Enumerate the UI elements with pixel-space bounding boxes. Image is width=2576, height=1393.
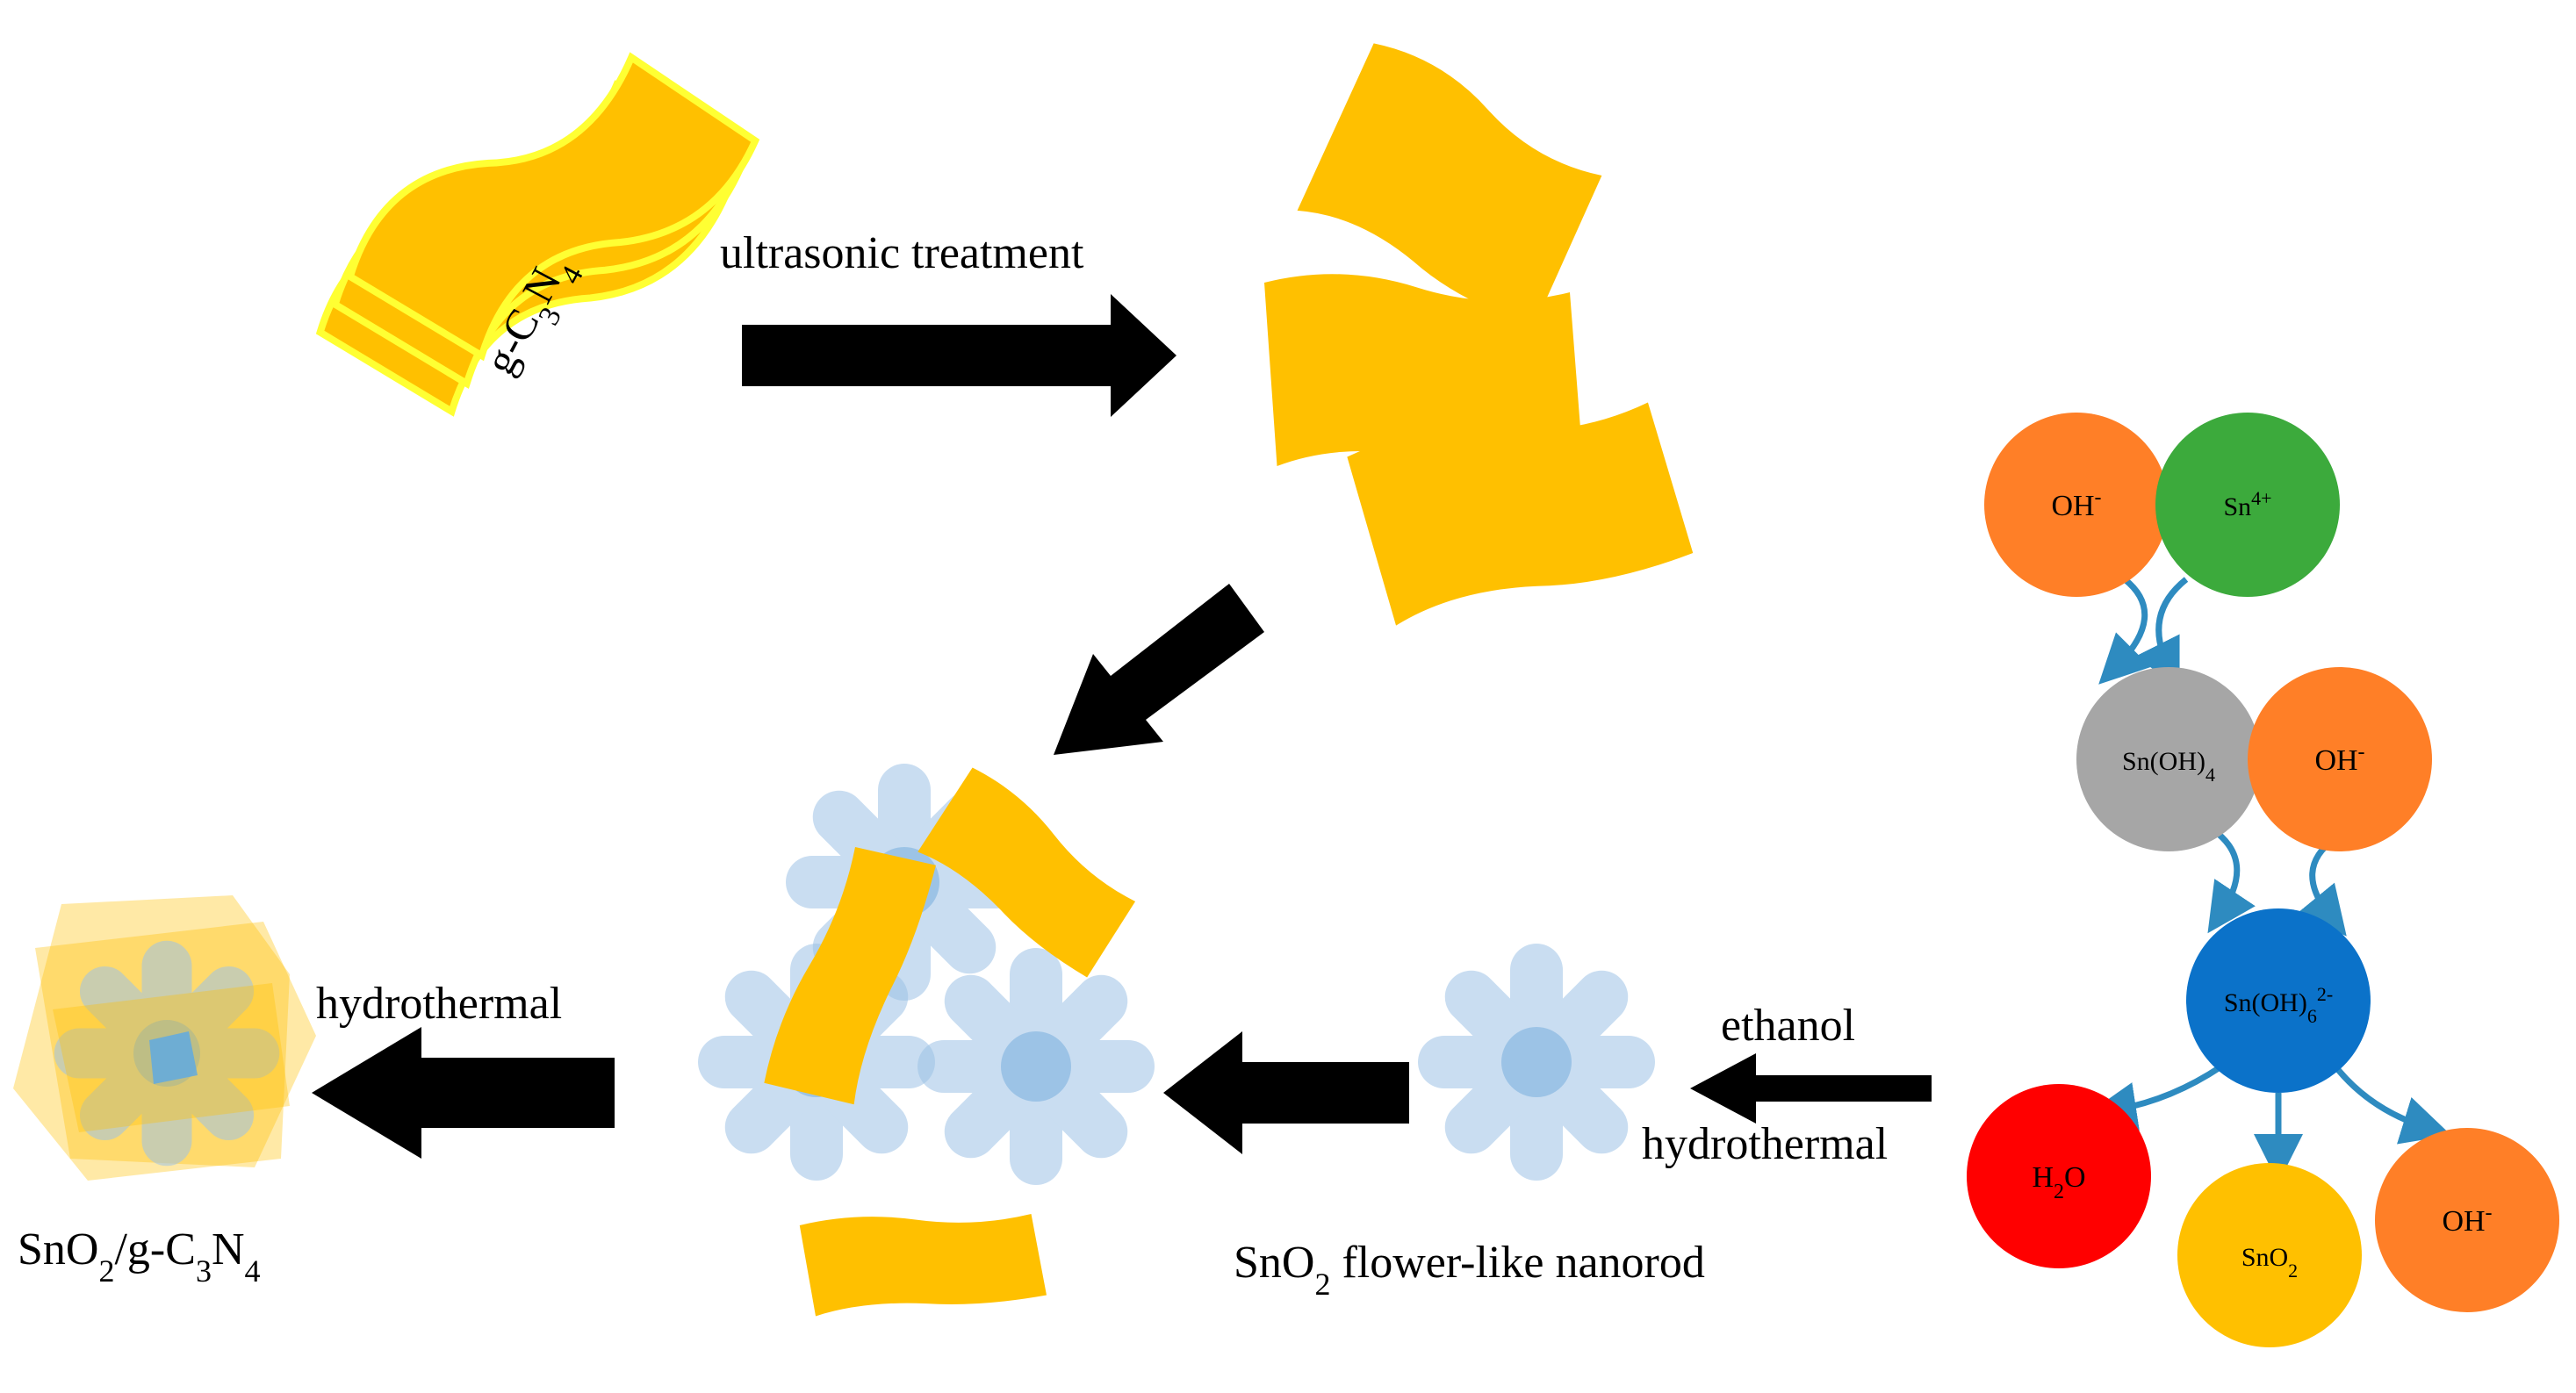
reaction-mechanism: OH- Sn4+ Sn(OH)4 OH- Sn(OH)62- H2O SnO2 … bbox=[1967, 413, 2559, 1347]
arrow-hydrothermal-left bbox=[312, 1027, 615, 1159]
sn4-ion-label: Sn4+ bbox=[2223, 487, 2271, 522]
oh-ion-2 bbox=[2248, 667, 2432, 851]
ethanol-label: ethanol bbox=[1721, 1001, 1855, 1051]
sno2-molecule-label: SnO2 bbox=[2241, 1243, 2298, 1282]
sn4-ion bbox=[2155, 413, 2340, 597]
snoh6-ion-label: Sn(OH)62- bbox=[2224, 983, 2333, 1027]
exfoliated-sheets bbox=[1264, 35, 1695, 628]
arrow-ultrasonic bbox=[742, 294, 1176, 417]
ultrasonic-label: ultrasonic treatment bbox=[720, 228, 1084, 278]
oh-ion-1 bbox=[1984, 413, 2169, 597]
arrow-middle-left bbox=[1163, 1031, 1409, 1154]
composite-product bbox=[13, 895, 316, 1181]
gc3n4-stack bbox=[315, 52, 760, 417]
snoh6-ion bbox=[2186, 908, 2371, 1093]
snoh4-ion bbox=[2076, 667, 2261, 851]
hydrothermal-left-label: hydrothermal bbox=[316, 979, 562, 1029]
arrow-ethanol bbox=[1690, 1053, 1932, 1124]
sno2-molecule bbox=[2177, 1163, 2362, 1347]
oh-ion-2-label: OH- bbox=[2314, 741, 2364, 777]
oh-ion-1-label: OH- bbox=[2051, 486, 2101, 522]
oh-ion-3 bbox=[2375, 1128, 2559, 1312]
arrow-diagonal bbox=[1054, 584, 1264, 755]
mixed-cluster bbox=[698, 764, 1155, 1318]
h2o-molecule-label: H2O bbox=[2032, 1161, 2085, 1203]
hydrothermal-right-label: hydrothermal bbox=[1642, 1119, 1888, 1169]
sno2-flower bbox=[1418, 944, 1655, 1181]
oh-ion-3-label: OH- bbox=[2442, 1202, 2492, 1238]
composite-label: SnO2/g-C3N4 bbox=[18, 1224, 261, 1289]
h2o-molecule bbox=[1967, 1084, 2151, 1268]
sno2-flower-label: SnO2 flower-like nanorod bbox=[1234, 1238, 1705, 1302]
snoh4-ion-label: Sn(OH)4 bbox=[2122, 747, 2215, 786]
